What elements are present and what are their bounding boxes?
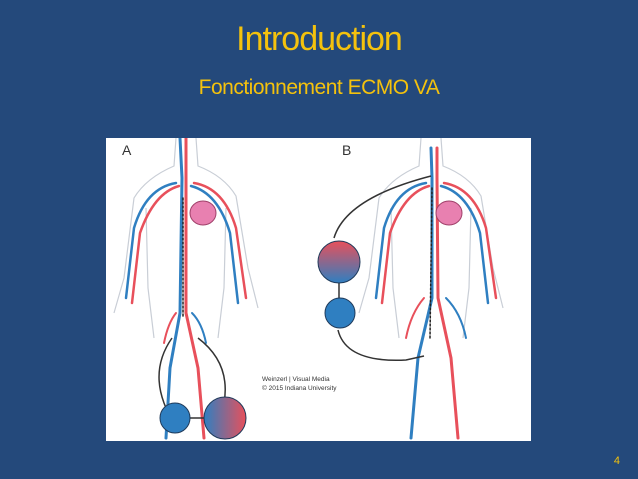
panel-b-oxygenator-icon [317,240,361,284]
ecmo-illustration: A B Weinzerl | Visual Media © 2015 India… [106,138,531,441]
page-number: 4 [613,455,620,467]
panel-b-cannula-line [333,175,432,361]
panel-b-pump-icon [324,297,356,329]
credit-line-2: © 2015 Indiana University [262,385,337,392]
credit-line-1: Weinzerl | Visual Media [262,376,330,383]
ecmo-diagram-drawing [113,138,504,440]
panel-b-body-outline [358,138,504,339]
panel-a-body-outline [113,138,259,339]
panel-a-vessels [124,138,248,440]
panel-a-label: A [122,142,132,158]
panel-b-label: B [342,142,352,158]
panel-a-pump-icon [159,402,191,434]
image-credit: Weinzerl | Visual Media © 2015 Indiana U… [262,375,337,393]
panel-b-heart-icon [435,200,463,226]
slide-subtitle: Fonctionnement ECMO VA [198,76,440,99]
panel-a-oxygenator-icon [203,396,247,440]
panel-a-heart-icon [189,200,217,226]
panel-b-vessels [374,146,498,440]
slide-title: Introduction [236,20,403,58]
